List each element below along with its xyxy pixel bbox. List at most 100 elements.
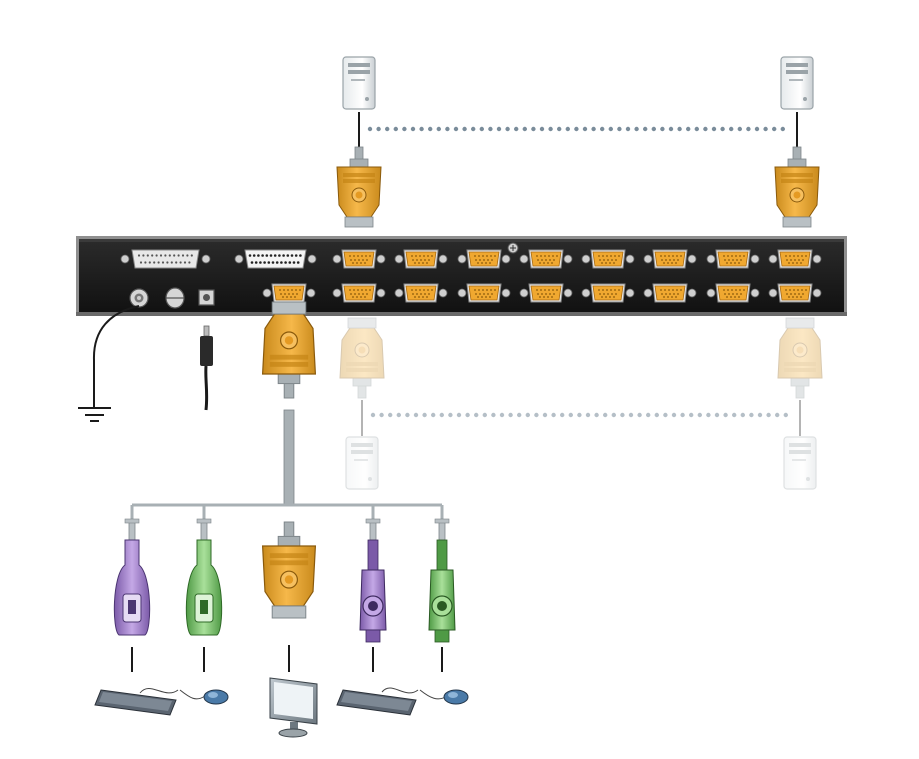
keyboard-2 <box>336 687 419 716</box>
link-dot <box>531 126 536 132</box>
link-dot <box>479 126 484 132</box>
link-dot <box>505 126 510 132</box>
link-dot <box>591 126 596 132</box>
link-dot <box>508 412 513 418</box>
keyboard-connector <box>113 518 151 636</box>
keyboard-mini-din-connector <box>359 518 387 643</box>
mouse-2 <box>419 689 469 705</box>
link-dot <box>746 126 751 132</box>
link-dot <box>431 412 436 418</box>
link-dot <box>428 126 433 132</box>
link-dot <box>723 412 728 418</box>
link-dot <box>749 412 754 418</box>
link-dot <box>565 126 570 132</box>
link-dot <box>628 412 634 418</box>
link-dot <box>775 412 780 418</box>
link-dot <box>422 412 427 418</box>
db25-female-port <box>120 249 211 269</box>
link-dot <box>402 126 407 132</box>
link-dot <box>697 412 702 418</box>
bottom-dotted-link <box>370 412 788 418</box>
link-dot <box>600 126 605 132</box>
link-dot <box>577 412 582 418</box>
link-dot <box>551 412 556 418</box>
link-dot <box>620 412 625 418</box>
link-dot <box>780 126 785 132</box>
link-dot <box>617 126 622 132</box>
ground-symbol <box>78 396 111 422</box>
kvm-switch <box>76 236 847 316</box>
top-vga-connector-n <box>774 146 820 228</box>
link-dot <box>732 412 737 418</box>
link-dot <box>757 412 763 418</box>
mouse-1 <box>179 689 229 705</box>
link-dot <box>729 126 734 132</box>
link-dot <box>405 412 410 418</box>
link-dot <box>396 412 401 418</box>
link-dot <box>574 126 579 132</box>
link-dot <box>388 412 393 418</box>
link-dot <box>367 126 373 132</box>
top-computer-n <box>780 56 814 110</box>
monitor-vga-connector <box>262 521 316 619</box>
link-dot <box>439 412 444 418</box>
monitor <box>269 677 318 738</box>
link-dot <box>663 412 668 418</box>
link-dot <box>783 412 788 418</box>
chassis-screw <box>507 242 519 254</box>
link-dot <box>772 126 777 132</box>
link-dot <box>694 126 699 132</box>
bottom-computers-group <box>339 317 823 490</box>
link-dot <box>517 412 522 418</box>
power-jack <box>198 289 215 306</box>
link-dot <box>385 126 390 132</box>
link-dot <box>671 412 677 418</box>
top-vga-connector-1 <box>336 146 382 228</box>
link-dot <box>689 412 694 418</box>
link-dot <box>534 412 539 418</box>
link-dot <box>410 126 416 132</box>
console-cable <box>130 409 444 520</box>
link-dot <box>754 126 760 132</box>
link-dot <box>625 126 631 132</box>
link-dot <box>680 412 685 418</box>
link-dot <box>763 126 768 132</box>
link-dot <box>453 126 459 132</box>
ground-terminal <box>129 288 149 308</box>
link-dot <box>419 126 424 132</box>
link-dot <box>514 126 519 132</box>
link-dot <box>740 412 745 418</box>
keyboard-1 <box>94 687 179 716</box>
link-dot <box>654 412 659 418</box>
link-dot <box>703 126 708 132</box>
link-dot <box>568 412 573 418</box>
link-dot <box>436 126 441 132</box>
link-dot <box>499 412 505 418</box>
power-plug <box>200 325 213 411</box>
link-dot <box>445 126 450 132</box>
link-dot <box>539 126 545 132</box>
mouse-connector <box>185 518 223 636</box>
link-dot <box>465 412 470 418</box>
link-dot <box>474 412 479 418</box>
bottom-vga-connector-n <box>777 317 823 399</box>
link-dot <box>737 126 742 132</box>
ground-cable <box>92 305 140 396</box>
device-links <box>131 645 443 672</box>
link-dot <box>634 126 639 132</box>
link-dot <box>608 126 613 132</box>
link-dot <box>496 126 502 132</box>
link-dot <box>611 412 616 418</box>
link-dot <box>482 412 487 418</box>
link-dot <box>376 126 381 132</box>
db25-male-port <box>234 249 317 269</box>
mouse-mini-din-connector <box>428 518 456 643</box>
link-dot <box>677 126 682 132</box>
top-computer-1 <box>342 56 376 110</box>
link-dot <box>525 412 530 418</box>
link-dot <box>706 412 711 418</box>
link-dot <box>594 412 599 418</box>
link-dot <box>557 126 562 132</box>
link-dot <box>766 412 771 418</box>
